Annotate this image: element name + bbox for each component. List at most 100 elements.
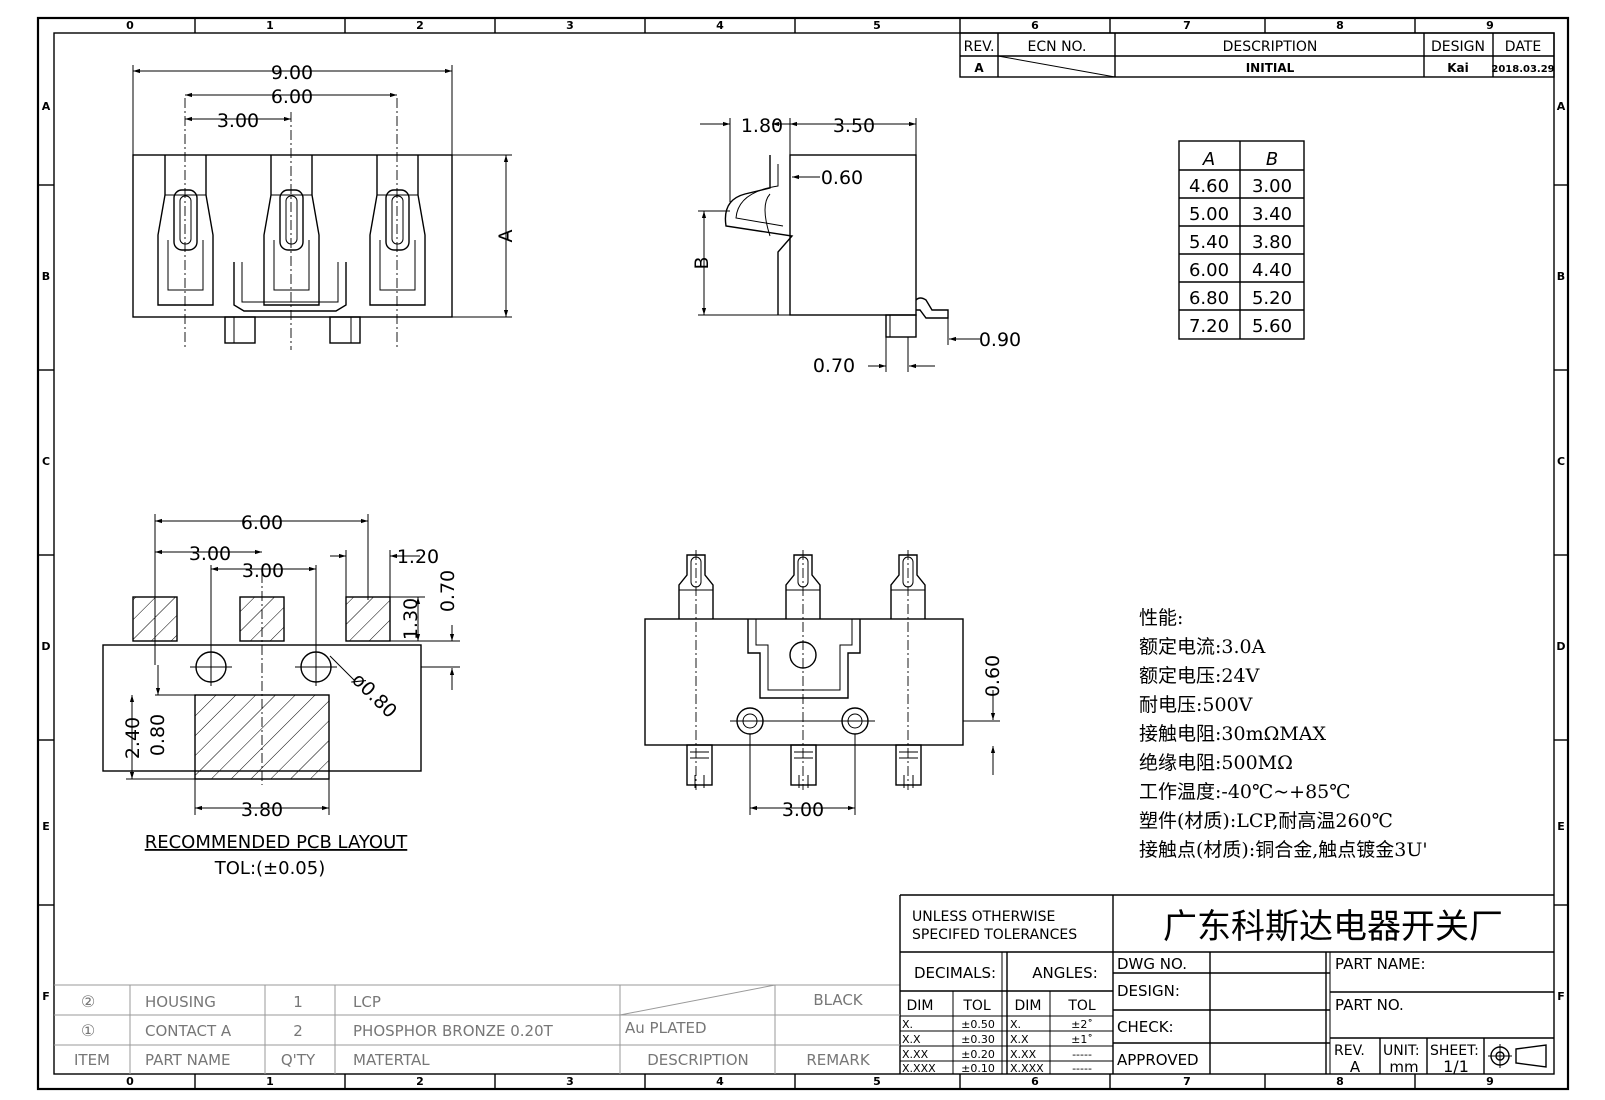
col-label-bottom: 5 (873, 1075, 881, 1088)
dim-header: DIM (1015, 998, 1042, 1014)
design-label: DESIGN: (1117, 982, 1180, 1000)
decimal-dim: X.XXX (902, 1062, 936, 1075)
grid-labels: 0 1 2 3 4 5 6 7 8 9 0 1 2 3 4 5 6 7 8 9 … (41, 19, 1565, 1088)
col-label-top: 3 (566, 19, 574, 32)
dim-a: A (495, 230, 517, 243)
dim-outer-pitch: 6.00 (271, 86, 313, 108)
pcb-layout-tolerance: TOL:(±0.05) (214, 858, 325, 879)
row-label-left: C (42, 455, 50, 468)
spec-line: 接触点(材质):铜合金,触点镀金3U' (1139, 839, 1428, 861)
row-label-right: C (1557, 455, 1565, 468)
spec-line: 耐电压:500V (1139, 694, 1253, 716)
dim-overall-width: 9.00 (271, 62, 313, 84)
col-label-top: 0 (126, 19, 134, 32)
date-value: 2018.03.29 (1491, 64, 1554, 75)
col-label-bottom: 0 (126, 1075, 134, 1088)
spec-line: 接触电阻:30mΩMAX (1139, 723, 1327, 745)
bom-header-part: PART NAME (145, 1051, 231, 1069)
part-name-label: PART NAME: (1335, 955, 1426, 973)
cell-b: 3.80 (1252, 232, 1292, 253)
tol-header: TOL (1067, 998, 1096, 1014)
dim-header: DIM (907, 998, 934, 1014)
dim-pad-width: 1.20 (397, 546, 439, 568)
unit-value: mm (1389, 1058, 1418, 1076)
tolerance-note-2: SPECIFED TOLERANCES (912, 927, 1077, 943)
angle-tol: ----- (1072, 1048, 1092, 1061)
bom-header-material: MATERTAL (353, 1051, 430, 1069)
col-label-bottom: 2 (416, 1075, 424, 1088)
row-label-left: E (42, 820, 50, 833)
bom-material: LCP (353, 993, 381, 1011)
pcb-layout: 6.00 3.00 3.00 1.20 1.30 0.70 ø0.80 2.40… (102, 512, 460, 879)
row-label-right: A (1557, 100, 1566, 113)
col-label-top: 9 (1486, 19, 1494, 32)
col-b-header: B (1266, 149, 1278, 170)
decimal-tol: ±0.20 (961, 1048, 995, 1061)
col-label-top: 7 (1183, 19, 1191, 32)
check-label: CHECK: (1117, 1018, 1174, 1036)
cell-a: 5.40 (1189, 232, 1229, 253)
dim-hole-pitch: 3.00 (782, 799, 824, 821)
spec-heading: 性能: (1139, 607, 1183, 629)
col-label-top: 4 (716, 19, 724, 32)
tolerance-note-1: UNLESS OTHERWISE (912, 909, 1055, 925)
projection-symbol-icon (1488, 1044, 1547, 1068)
date-header: DATE (1505, 39, 1541, 55)
bom-material: PHOSPHOR BRONZE 0.20T (353, 1022, 554, 1040)
angle-tol: ±1˚ (1071, 1033, 1093, 1046)
row-label-right: F (1557, 990, 1565, 1003)
approved-label: APPROVED (1117, 1051, 1199, 1069)
row-label-left: D (41, 640, 50, 653)
angle-tol: ±2˚ (1071, 1018, 1093, 1031)
spec-line: 绝缘电阻:500MΩ (1139, 752, 1293, 774)
cell-a: 6.00 (1189, 260, 1229, 281)
dim-b: B (691, 256, 713, 269)
top-view: 9.00 6.00 3.00 A (132, 62, 517, 350)
rev-label: REV. (1334, 1043, 1365, 1059)
col-label-bottom: 7 (1183, 1075, 1191, 1088)
drawing-border (36, 16, 1570, 1091)
dim-wall-thickness: 0.60 (821, 167, 863, 189)
sheet-value: 1/1 (1443, 1057, 1469, 1076)
angle-dim: X. (1010, 1018, 1021, 1031)
dim-contact-offset: 1.80 (741, 115, 783, 137)
cell-b: 3.00 (1252, 176, 1292, 197)
dim-hole-pitch: 3.00 (242, 560, 284, 582)
spec-line: 塑件(材质):LCP,耐高温260℃ (1139, 810, 1393, 832)
bom-header-qty: Q'TY (281, 1051, 316, 1069)
decimal-tol: ±0.10 (961, 1062, 995, 1075)
dim-center-pad-offset: 0.80 (147, 714, 169, 756)
dim-tail-width: 0.70 (813, 355, 855, 377)
dim-center-pad-width: 3.80 (241, 799, 283, 821)
company-name: 广东科斯达电器开关厂 (1163, 907, 1503, 947)
bom-part: CONTACT A (145, 1022, 232, 1040)
dwg-no-label: DWG NO. (1117, 955, 1187, 973)
dim-body-depth: 3.50 (833, 115, 875, 137)
bill-of-materials: ② HOUSING 1 LCP BLACK ① CONTACT A 2 PHOS… (54, 984, 900, 1074)
cell-a: 7.20 (1189, 316, 1229, 337)
rev-value: A (1350, 1058, 1361, 1076)
dim-hole-offset: 0.70 (437, 570, 459, 612)
bom-qty: 1 (293, 993, 303, 1011)
spec-line: 工作温度:-40℃~+85℃ (1139, 781, 1351, 803)
dim-pad-pitch: 3.00 (189, 543, 231, 565)
bom-item: ① (81, 1021, 95, 1040)
unit-label: UNIT: (1383, 1043, 1420, 1059)
col-label-bottom: 9 (1486, 1075, 1494, 1088)
rev-header: REV. (964, 39, 995, 55)
decimal-tol: ±0.50 (961, 1018, 995, 1031)
col-label-top: 8 (1336, 19, 1344, 32)
angles-label: ANGLES: (1032, 964, 1098, 982)
dim-pad-height: 1.30 (400, 598, 422, 640)
rev-value: A (974, 61, 984, 75)
decimal-tol: ±0.30 (961, 1033, 995, 1046)
spec-line: 额定电流:3.0A (1139, 636, 1266, 658)
row-label-left: A (42, 100, 51, 113)
angle-tol: ----- (1072, 1062, 1092, 1075)
cell-a: 4.60 (1189, 176, 1229, 197)
sheet-label: SHEET: (1430, 1043, 1479, 1059)
col-label-bottom: 8 (1336, 1075, 1344, 1088)
row-label-left: F (42, 990, 50, 1003)
dim-hole-offset: 0.60 (982, 655, 1004, 697)
